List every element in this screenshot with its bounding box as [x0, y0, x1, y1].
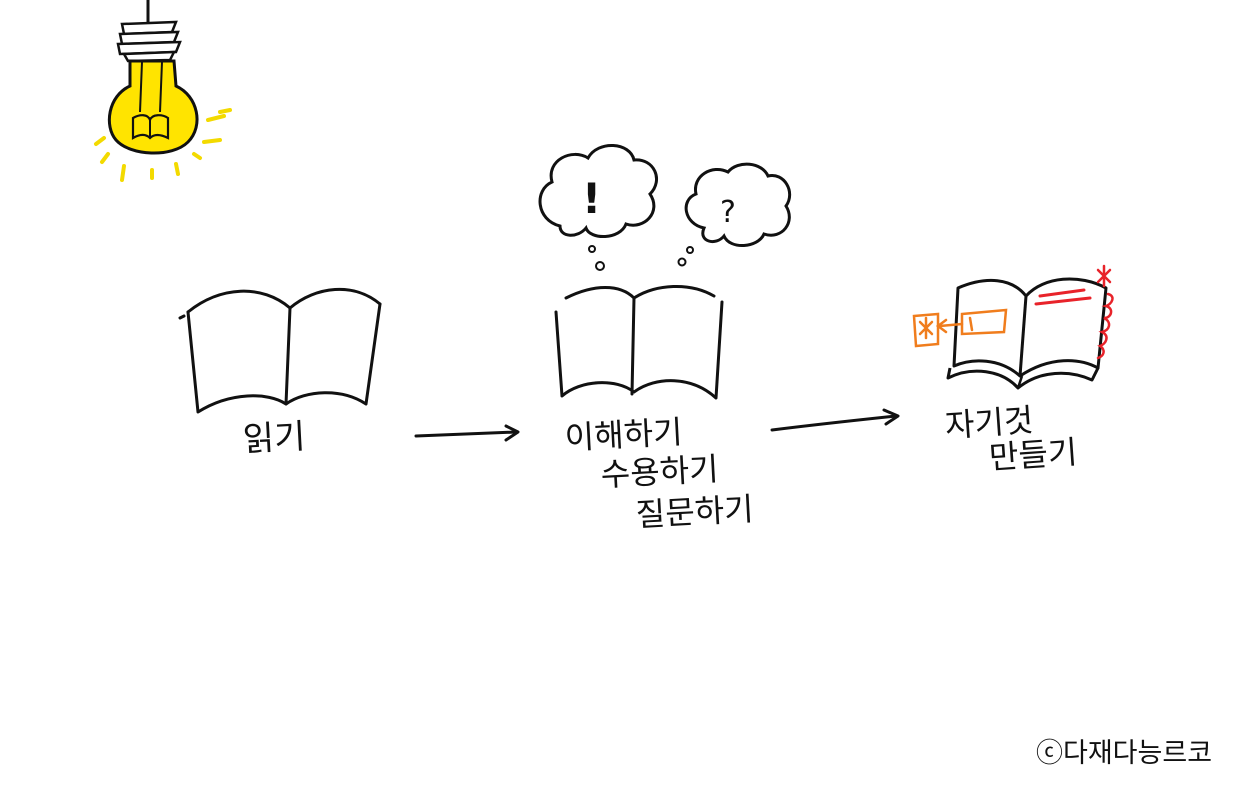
open-book-icon: [178, 287, 382, 414]
copyright-signature: ⓒ다재다능르코: [1036, 738, 1213, 769]
lightbulb-icon: [94, 0, 232, 182]
step-1-label: 읽기: [241, 416, 307, 460]
thought-bubble-exclaim: !: [538, 144, 659, 271]
step-2-label-line-3: 질문하기: [634, 489, 755, 534]
step-2-label-line-1: 이해하기: [563, 412, 684, 457]
right-arrow-icon: [770, 408, 900, 432]
right-arrow-icon: [414, 424, 520, 442]
step-3-label-line-2: 만들기: [987, 432, 1079, 477]
open-book-icon: [554, 285, 724, 400]
thought-bubble-question: ?: [677, 162, 792, 267]
question-mark: ?: [720, 195, 736, 230]
exclaim-mark: !: [582, 174, 601, 223]
step-2-label-line-2: 수용하기: [599, 449, 720, 494]
open-book-icon: [912, 264, 1114, 390]
